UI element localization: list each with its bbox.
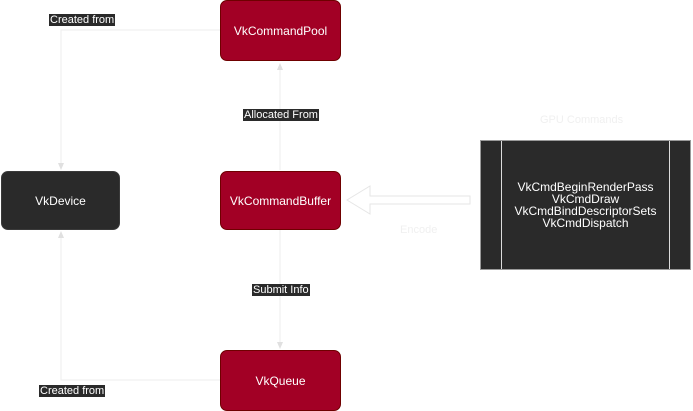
gpu-command-item: VkCmdBeginRenderPass (517, 180, 654, 194)
edge-pool-to-device (58, 29, 220, 170)
edge-label-queue-created-from: Created from (39, 385, 106, 397)
edge-label-allocated-from: Allocated From (243, 109, 319, 121)
gpu-command-item: VkCmdDispatch (542, 216, 629, 230)
gpu-box-left-divider (501, 141, 502, 269)
gpu-box-right-divider (669, 141, 670, 269)
gpu-command-list: VkCmdBeginRenderPass VkCmdDraw VkCmdBind… (503, 141, 668, 269)
encode-arrow (346, 185, 471, 215)
edge-queue-to-device (58, 231, 220, 381)
edge-label-pool-created-from: Created from (49, 14, 116, 26)
encode-label: Encode (400, 224, 438, 236)
queue-node[interactable]: VkQueue (220, 350, 341, 411)
gpu-commands-title: GPU Commands (540, 114, 624, 126)
command-pool-node[interactable]: VkCommandPool (220, 0, 341, 61)
device-node[interactable]: VkDevice (1, 171, 120, 230)
gpu-commands-box[interactable]: VkCmdBeginRenderPass VkCmdDraw VkCmdBind… (480, 140, 691, 270)
gpu-command-item: VkCmdDraw (551, 192, 620, 206)
command-buffer-node[interactable]: VkCommandBuffer (220, 171, 341, 230)
edge-label-submit-info: Submit Info (252, 284, 310, 296)
gpu-command-item: VkCmdBindDescriptorSets (514, 204, 657, 218)
